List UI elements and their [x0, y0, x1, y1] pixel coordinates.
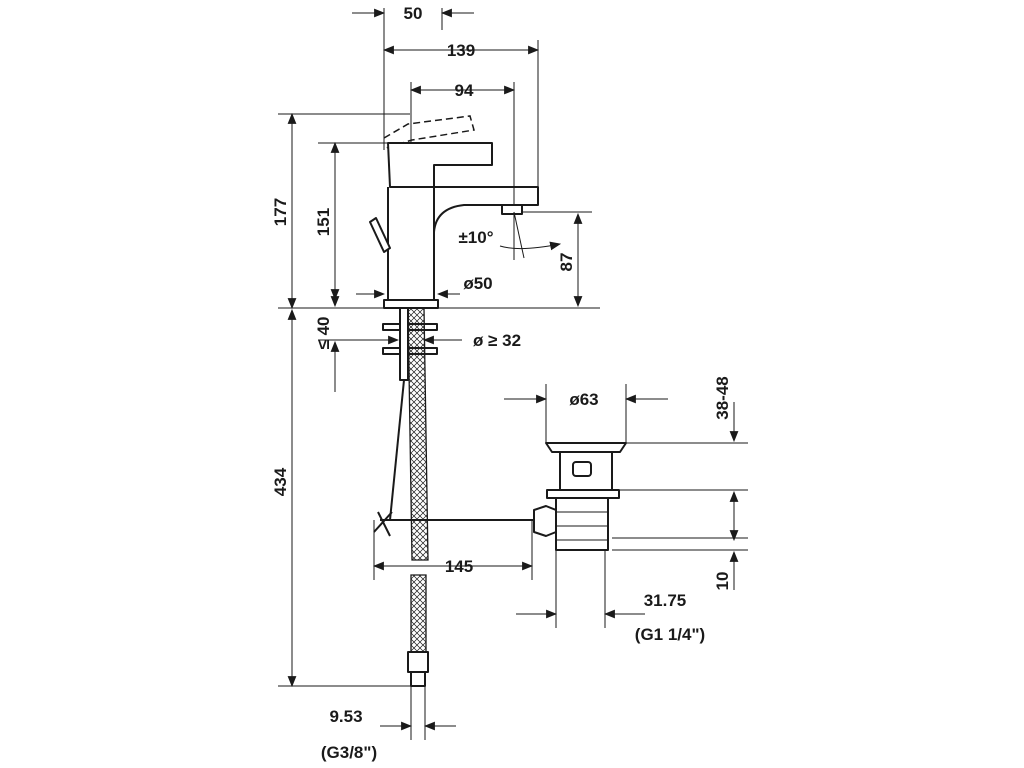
- pull-rod-knob: [369, 217, 391, 253]
- label-10: 10: [713, 572, 732, 591]
- pull-rod: [389, 379, 405, 521]
- waste-body-upper: [559, 451, 613, 493]
- dimension-labels: 50 139 94 177 151 ±10° 87 ø50 ≤ 40 ø ≥ 3…: [271, 4, 732, 762]
- label-g3-8: (G3/8"): [321, 743, 377, 762]
- label-max40: ≤ 40: [314, 317, 333, 350]
- label-angle: ±10°: [458, 228, 493, 247]
- label-dia50: ø50: [463, 274, 492, 293]
- dimension-lines: [278, 8, 748, 740]
- base-plate: [383, 299, 439, 309]
- faucet: [369, 115, 539, 687]
- waste-body-lower: [555, 497, 609, 551]
- waste-flange: [546, 489, 620, 499]
- threaded-stud: [399, 307, 409, 381]
- supply-hose-lower: [410, 574, 427, 653]
- label-87: 87: [557, 253, 576, 272]
- label-9-53: 9.53: [329, 707, 362, 726]
- label-dia63: ø63: [569, 390, 598, 409]
- hose-nipple: [410, 671, 426, 687]
- waste-pivot-nut: [533, 505, 557, 537]
- label-94: 94: [455, 81, 474, 100]
- label-151: 151: [314, 208, 333, 236]
- waste-assembly: [533, 442, 627, 551]
- angle-arc: [499, 241, 562, 251]
- label-31-75: 31.75: [644, 591, 687, 610]
- label-177: 177: [271, 198, 290, 226]
- faucet-body: [387, 187, 435, 300]
- label-139: 139: [447, 41, 475, 60]
- waste-thread-lines: [556, 511, 608, 541]
- waste-plug: [545, 442, 627, 453]
- supply-hose-upper: [407, 307, 429, 561]
- waste-window: [572, 461, 592, 477]
- label-50: 50: [404, 4, 423, 23]
- lever-handle: [387, 142, 493, 188]
- lever-raised-outline: [383, 115, 475, 149]
- aerator: [501, 204, 523, 215]
- label-g1-1-4: (G1 1/4"): [635, 625, 705, 644]
- label-434: 434: [271, 467, 290, 496]
- lift-rod-clip: [373, 511, 393, 537]
- label-145: 145: [445, 557, 473, 576]
- label-38-48: 38-48: [713, 376, 732, 419]
- label-dia32: ø ≥ 32: [473, 331, 521, 350]
- hose-nut: [407, 651, 429, 673]
- angle-line-tilted: [513, 211, 525, 259]
